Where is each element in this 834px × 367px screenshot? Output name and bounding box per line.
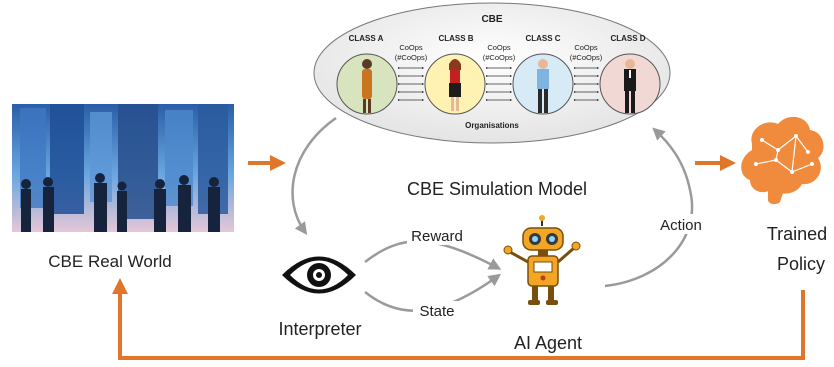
coops-label-bc: CoOps (487, 43, 511, 52)
coops-label-ab: CoOps (399, 43, 423, 52)
class-d-circle (599, 53, 661, 115)
arrow-sim-to-policy (695, 155, 736, 171)
arrow-sim-to-interpreter (291, 116, 337, 236)
class-c-circle (512, 53, 574, 115)
class-a-circle (336, 53, 398, 115)
brain-icon (741, 116, 824, 205)
coops-arrows (397, 66, 600, 102)
class-a-label: CLASS A (349, 34, 384, 43)
coops-count-ab: (#CoOps) (395, 53, 428, 62)
class-b-label: CLASS B (438, 34, 473, 43)
coops-count-cd: (#CoOps) (570, 53, 603, 62)
robot-icon (503, 215, 581, 305)
interpreter-label: Interpreter (278, 319, 361, 339)
coops-label-cd: CoOps (574, 43, 598, 52)
simulation-model-label: CBE Simulation Model (407, 179, 587, 199)
reward-label: Reward (411, 228, 463, 245)
state-label: State (419, 303, 454, 320)
eye-icon (282, 256, 356, 294)
action-label-bg (652, 214, 710, 234)
cbe-real-world-label: CBE Real World (48, 252, 171, 271)
class-c-label: CLASS C (525, 34, 560, 43)
coops-count-bc: (#CoOps) (483, 53, 516, 62)
reward-label-bg (407, 226, 467, 245)
trained-policy-label-line1: Trained (767, 224, 827, 244)
class-b-circle (424, 53, 486, 115)
feedback-loop-arrow (112, 278, 805, 360)
action-label: Action (660, 217, 702, 234)
organisations-label: Organisations (465, 121, 519, 130)
state-label-bg (413, 301, 461, 320)
arrow-real-to-sim (248, 155, 286, 171)
arrow-reward (364, 240, 502, 270)
class-d-label: CLASS D (610, 34, 645, 43)
cbe-real-world-image (12, 104, 234, 232)
ai-agent-label: AI Agent (514, 333, 582, 353)
trained-policy-label-line2: Policy (777, 254, 825, 274)
arrow-action-to-sim (604, 127, 694, 288)
cbe-ellipse (313, 2, 671, 144)
cbe-title: CBE (481, 14, 502, 25)
